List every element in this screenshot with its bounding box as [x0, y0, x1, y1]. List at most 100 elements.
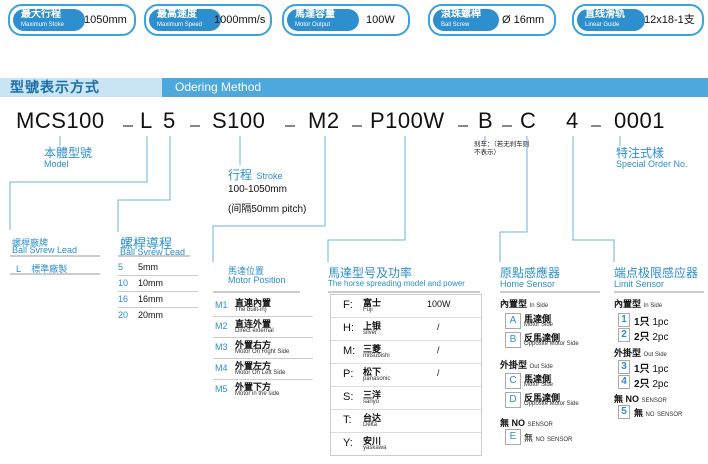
code-motor-position: M2 [308, 108, 340, 133]
limit-row-en: 2pc [652, 332, 669, 343]
spec-label-en: Motor Output [295, 22, 331, 28]
motor-pos-label-en: Motor Position [228, 275, 286, 285]
motor-power-value: / [437, 322, 440, 332]
home-row-en: Motor Side [524, 322, 554, 328]
motor-power-brand: 富士 [363, 298, 382, 308]
lead-label-en: Ball Svrew Lead [120, 247, 186, 257]
motor-pos-code: M5 [215, 384, 228, 394]
motor-pos-zh: 直連內置 [235, 298, 272, 308]
home-none-row: 無 NO SENSOR [524, 431, 572, 444]
home-none-en2-2: SENSOR [547, 437, 573, 443]
motor-power-row: Y: 安川 yaskawa [331, 433, 481, 455]
home-row-en: Motor Side [524, 382, 554, 388]
stroke-label: 行程 Stroke [228, 166, 282, 184]
motor-power-value: / [437, 368, 440, 378]
home-outer-en: Out Side [529, 364, 553, 370]
limit-row-en: 1pc [652, 364, 669, 375]
motor-power-brand-en: panasonic [363, 376, 391, 382]
motor-power-brand: 上银 [363, 321, 382, 331]
code-dash [502, 125, 512, 127]
motor-power-code: M: [343, 345, 356, 357]
lead-code: 10 [118, 278, 129, 288]
limit-row-zh: 2只 [634, 379, 650, 390]
page-subtitle: Odering Method [175, 80, 262, 94]
limit-sensor-label-en: Limit Sensor [614, 279, 665, 289]
motor-pos-code: M3 [215, 342, 228, 352]
limit-none-zh: 無 [614, 394, 624, 404]
code-limit-sensor: 4 [566, 108, 579, 133]
motor-pos-label: 馬達位置 [228, 266, 265, 276]
limit-sensor-inner-heading: 內置型 In Side [614, 297, 662, 310]
home-row-en: Opposite Motor Side [524, 401, 579, 407]
lead-row: 10 10mm [118, 276, 198, 292]
limit-code-box: 2 [618, 328, 630, 342]
screw-brand-label: 螺桿廠牌 [12, 238, 49, 248]
home-code-box: C [505, 373, 521, 389]
limit-code-box: 3 [618, 360, 630, 374]
spec-value: Ø 16mm [502, 14, 545, 26]
motor-power-code: S: [343, 391, 354, 403]
model-label-en: Model [44, 159, 69, 169]
motor-pos-en: Motor On Left Side [235, 370, 286, 376]
stroke-label-zh: 行程 [228, 168, 253, 182]
motor-power-brand-en: yaskawa [363, 445, 387, 451]
motor-power-code: P: [343, 368, 354, 380]
motor-power-brand: 三菱 [363, 344, 382, 354]
code-dash [123, 125, 133, 127]
motor-pos-row: M3 外置右方 Motor On Right Side [213, 338, 313, 359]
motor-power-row: H: 上银 silver / [331, 318, 481, 341]
home-row-zh: 反馬達側 [524, 393, 561, 403]
limit-row-zh: 1只 [634, 317, 650, 328]
limit-outer-en: Out Side [643, 352, 667, 358]
motor-power-brand: 松下 [363, 367, 382, 377]
limit-sensor-outer-heading: 外掛型 Out Side [614, 346, 667, 359]
code-motor-power: P100W [370, 108, 445, 133]
home-row-zh: 馬達側 [524, 314, 552, 324]
motor-power-brand-en: mitsubishi [363, 353, 390, 359]
spec-label: 滾珠螺桿 [441, 9, 481, 20]
motor-pos-row: M1 直連內置 The built-in) [213, 296, 313, 317]
motor-power-row: M: 三菱 mitsubishi / [331, 341, 481, 364]
spec-value: 12x18-1支 [644, 14, 695, 26]
code-model: MCS100 [16, 108, 105, 133]
motor-pos-code: M1 [215, 300, 228, 310]
limit-row-en: 2pc [652, 379, 669, 390]
motor-power-row: S: 三洋 sanyo [331, 387, 481, 410]
motor-pos-row: M4 外置左方 Motor On Left Side [213, 359, 313, 380]
motor-power-code: F: [343, 299, 353, 311]
motor-pos-en: The built-in) [235, 307, 267, 313]
code-brand: L [140, 108, 153, 133]
home-outer-zh: 外掛型 [500, 360, 528, 370]
lead-value: 16mm [138, 294, 164, 304]
home-code-box: B [505, 332, 521, 348]
code-home-sensor: C [520, 108, 537, 133]
code-special: 0001 [614, 108, 665, 133]
motor-power-row: F: 富士 Fuji 100W [331, 295, 481, 318]
lead-value: 10mm [138, 278, 164, 288]
motor-power-code: Y: [343, 437, 353, 449]
motor-power-table: F: 富士 Fuji 100W H: 上银 silver / M: 三菱 mit… [330, 294, 482, 456]
motor-pos-en: Motor in the side [235, 391, 280, 397]
home-none-en2: SENSOR [527, 422, 553, 428]
limit-none-heading: 無 NO SENSOR [614, 392, 667, 405]
screw-brand-name: 標準廠製 [31, 264, 68, 274]
code-dash [352, 125, 362, 127]
motor-power-brand-en: silver [363, 330, 378, 336]
motor-power-brand-en: sanyo [363, 399, 380, 405]
home-code-box: E [505, 429, 521, 445]
motor-power-brand-en: Fuji [363, 307, 373, 313]
limit-code-box: 5 [618, 405, 630, 419]
lead-value: 20mm [138, 310, 164, 320]
motor-pos-table: M1 直連內置 The built-in) M2 直连外置 Direct ext… [213, 296, 313, 400]
lead-label: 螺桿導程 [120, 236, 173, 251]
stroke-pitch: (间隔50mm pitch) [228, 204, 307, 215]
limit-code-box: 4 [618, 375, 630, 389]
motor-pos-zh: 直连外置 [235, 319, 272, 329]
spec-label: 直线滑轨 [585, 9, 625, 20]
spec-value: 1000mm/s [214, 14, 266, 26]
stroke-range: 100-1050mm [228, 184, 287, 195]
